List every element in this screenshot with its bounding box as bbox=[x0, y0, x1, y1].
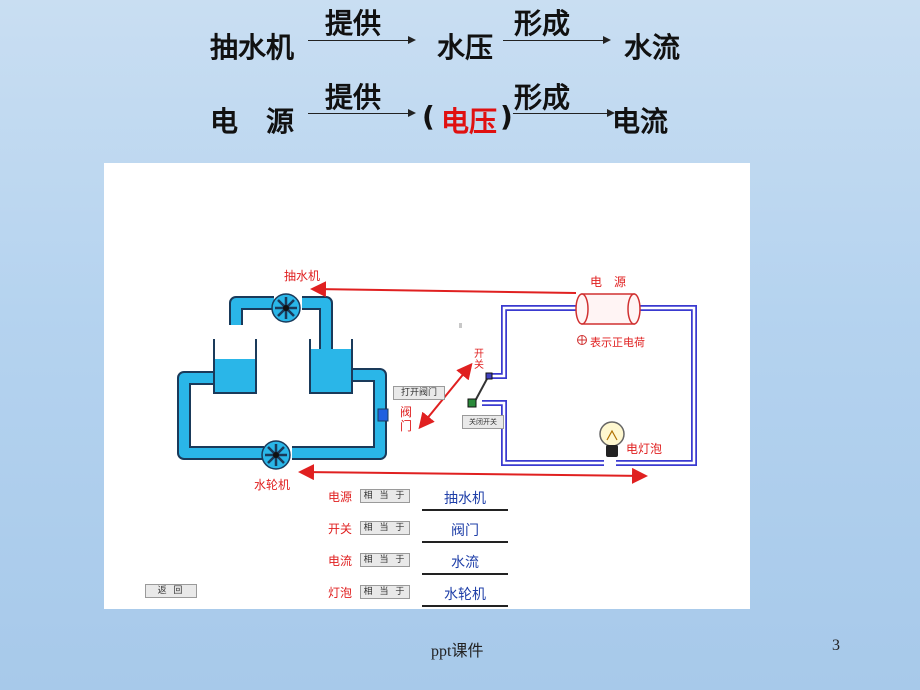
bulb-label: 电灯泡 bbox=[626, 442, 663, 456]
eq2-arrow1-label: 提供 bbox=[325, 81, 382, 114]
eq2-paren-close: ) bbox=[500, 100, 513, 133]
equiv-2-left: 开关 bbox=[328, 522, 353, 536]
turbine-wheel bbox=[261, 440, 291, 470]
eq2-middle: 电压 bbox=[441, 105, 498, 138]
positive-charge-icon bbox=[577, 335, 587, 345]
equiv-2-button[interactable]: 相 当 于 bbox=[360, 521, 410, 535]
pump-wheel bbox=[271, 293, 301, 323]
equiv-1-answer: 抽水机 bbox=[422, 488, 508, 511]
battery-icon bbox=[575, 293, 641, 325]
analogy-arrows bbox=[298, 281, 648, 484]
close-switch-button[interactable]: 关闭开关 bbox=[462, 415, 504, 429]
equiv-4-button[interactable]: 相 当 于 bbox=[360, 585, 410, 599]
equiv-2-answer: 阀门 bbox=[422, 520, 508, 543]
equiv-3-button[interactable]: 相 当 于 bbox=[360, 553, 410, 567]
equiv-1-button[interactable]: 相 当 于 bbox=[360, 489, 410, 503]
eq1-arrow1 bbox=[308, 35, 416, 44]
circuit-wires bbox=[482, 305, 697, 466]
equiv-4-left: 灯泡 bbox=[328, 586, 353, 600]
equiv-3-left: 电流 bbox=[328, 554, 353, 568]
eq2-right: 电流 bbox=[612, 105, 669, 138]
eq2-paren-open: ( bbox=[422, 100, 435, 133]
source-label: 电 源 bbox=[590, 275, 627, 289]
eq1-right: 水流 bbox=[624, 31, 681, 64]
back-button[interactable]: 返 回 bbox=[145, 584, 197, 598]
equiv-4-answer: 水轮机 bbox=[422, 584, 508, 607]
pump-label: 抽水机 bbox=[284, 269, 321, 283]
bulb-icon bbox=[599, 421, 625, 457]
eq1-arrow1-label: 提供 bbox=[325, 7, 382, 40]
open-valve-button[interactable]: 打开阀门 bbox=[393, 386, 445, 400]
eq1-arrow2-label: 形成 bbox=[514, 7, 571, 40]
switch-label: 开 关 bbox=[474, 349, 484, 371]
equiv-1-left: 电源 bbox=[328, 490, 353, 504]
page-number: 3 bbox=[832, 637, 840, 654]
eq2-arrow2-label: 形成 bbox=[514, 81, 571, 114]
eq2-arrow2 bbox=[513, 108, 615, 117]
eq2-arrow1 bbox=[308, 108, 416, 117]
water-tanks bbox=[213, 339, 353, 394]
equiv-3-answer: 水流 bbox=[422, 552, 508, 575]
circuit-wires-inner bbox=[482, 306, 696, 465]
footer-title: ppt课件 bbox=[431, 643, 484, 660]
eq1-middle: 水压 bbox=[437, 31, 494, 64]
diagram-drawing bbox=[177, 281, 697, 484]
analogy-diagram: 抽水机 电 源 表示正电荷 开 关 阀 门 电灯泡 水轮机 打开阀门 关闭开关 … bbox=[104, 163, 750, 609]
valve-icon bbox=[377, 408, 389, 422]
positive-charge-label: 表示正电荷 bbox=[590, 336, 645, 349]
eq1-arrow2 bbox=[503, 35, 611, 44]
valve-label: 阀 门 bbox=[400, 405, 413, 433]
eq1-left: 抽水机 bbox=[210, 31, 295, 64]
eq2-left: 电 源 bbox=[210, 105, 295, 138]
turbine-label: 水轮机 bbox=[254, 478, 291, 492]
